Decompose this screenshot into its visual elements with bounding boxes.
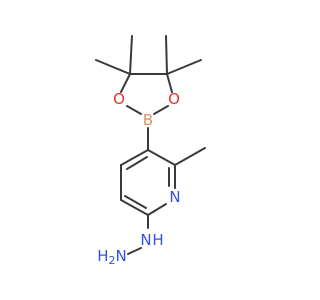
atom-nitrogen-hydrazine: N (140, 231, 151, 249)
dioxaborolane-ring (95, 35, 202, 115)
bond-c4-c3 (120, 149, 149, 166)
atom-oxygen-left: O (113, 90, 125, 108)
atom-hydrogen-nh: H (152, 231, 163, 249)
atom-nitrogen-ring: N (169, 188, 180, 206)
bond-c5-methyl-right (166, 59, 202, 75)
bond-c4-c3-double (126, 156, 148, 170)
bond-n1-c6 (147, 203, 167, 216)
bond-c6-c5 (120, 199, 149, 216)
atom-nh2: H2N (97, 247, 127, 267)
atom-oxygen-right: O (168, 90, 180, 108)
bond-c2-methyl (174, 147, 206, 166)
bond-c3-c2 (147, 149, 176, 166)
hydrazine-group (127, 214, 149, 255)
bond-c4-methyl-left (95, 59, 131, 75)
bond-o-left-b (126, 105, 142, 115)
pyridine-ring (120, 147, 206, 216)
atom-boron: B (143, 111, 153, 129)
bond-c6-c5-double (124, 195, 147, 209)
bond-c5-methyl-top (165, 35, 168, 75)
bond-n-hydrazine-nh2 (127, 247, 142, 255)
bond-o-right-b (153, 105, 169, 115)
bond-c4-o-left (120, 73, 131, 93)
bond-c5-o-right (166, 73, 173, 93)
bond-c4-methyl-top (129, 35, 133, 75)
molecule-diagram: O O B N N H H2N (95, 35, 206, 267)
